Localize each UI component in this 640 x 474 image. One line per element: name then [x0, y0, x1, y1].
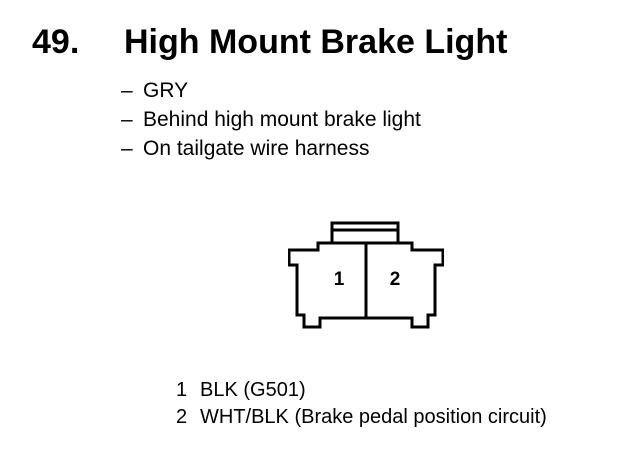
note-text: GRY: [143, 79, 189, 102]
note-color: –GRY: [121, 76, 421, 105]
note-dash: –: [121, 137, 133, 160]
pin-number: 1: [176, 379, 188, 401]
connector-body-outline: [288, 241, 444, 329]
pin-description: BLK (G501): [200, 379, 306, 401]
pin-row: 2 WHT/BLK (Brake pedal position circuit): [176, 404, 547, 431]
cavity-label-2: 2: [390, 269, 401, 290]
connector-lock-tab: [330, 221, 400, 243]
note-dash: –: [121, 108, 133, 131]
cavity-label-1: 1: [334, 269, 345, 290]
connector-number: 49.: [32, 23, 80, 61]
pin-description: WHT/BLK (Brake pedal position circuit): [200, 406, 547, 428]
note-harness: –On tailgate wire harness: [121, 134, 421, 163]
connector-face-diagram: 1 2: [288, 221, 444, 329]
connector-notes: –GRY –Behind high mount brake light –On …: [121, 76, 421, 163]
connector-heading: 49. High Mount Brake Light: [32, 22, 507, 62]
note-text: On tailgate wire harness: [143, 137, 370, 160]
pin-number: 2: [176, 406, 188, 428]
note-text: Behind high mount brake light: [143, 108, 421, 131]
note-dash: –: [121, 79, 133, 102]
pin-table: 1 BLK (G501) 2 WHT/BLK (Brake pedal positi…: [176, 377, 547, 431]
note-location: –Behind high mount brake light: [121, 105, 421, 134]
connector-name: High Mount Brake Light: [124, 23, 508, 61]
pin-row: 1 BLK (G501): [176, 377, 547, 404]
